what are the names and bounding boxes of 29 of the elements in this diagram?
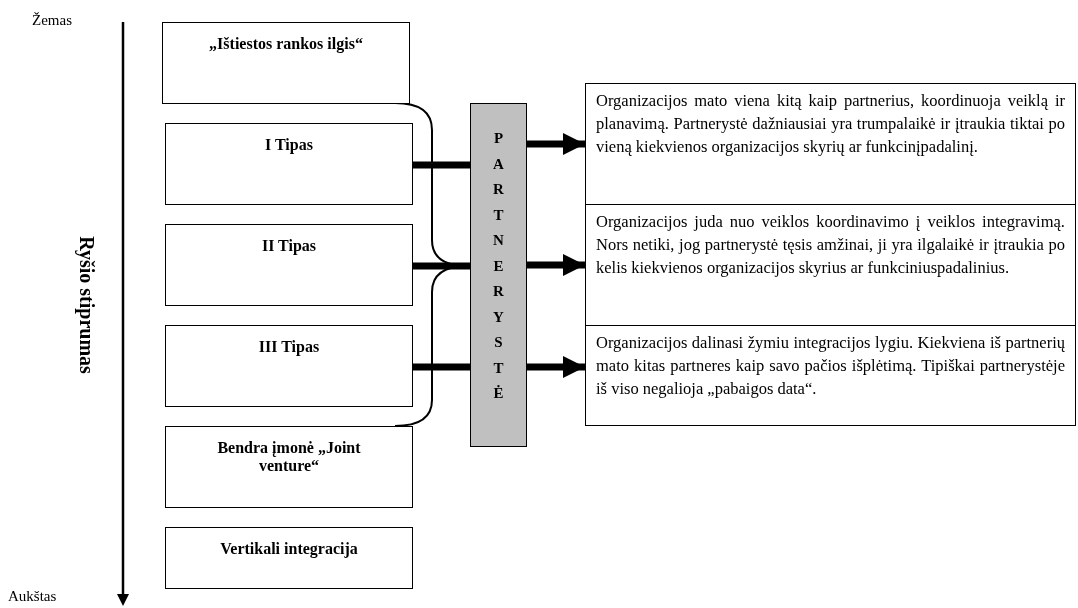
- connector-line: [413, 363, 470, 371]
- arrow: [527, 253, 585, 277]
- box-title: „Ištiestos rankos ilgis“: [209, 35, 363, 53]
- description-text: Organizacijos dalinasi žymiu integracijos lygiu. Kiekviena iš partnerių mato kitas partneres kaip savo pačios išplėtimą. Tipiškai partnerystėje iš viso negalioja „pabaigos data“.: [595, 332, 1066, 400]
- description-box: [585, 325, 1076, 426]
- box-title: Vertikali integracija: [220, 540, 358, 558]
- connector-line: [413, 262, 470, 270]
- axis-title: Ryšio stiprumas: [74, 236, 98, 374]
- box-title: II Tipas: [261, 237, 317, 255]
- box-title: I Tipas: [265, 136, 313, 154]
- arrow: [527, 355, 585, 379]
- description-box: [585, 83, 1076, 205]
- description-text: Organizacijos juda nuo veiklos koordinavimo į veiklos integravimą. Nors netiki, jog partnerystė tęsis amžinai, ji yra ilgalaikė ir įtraukia po kelis kiekvienos organizacijos skyrius ar funkciniuspadalinius.: [595, 211, 1066, 279]
- vertical-label: PARTNERYSTĖ: [492, 129, 505, 403]
- description-text: Organizacijos mato viena kitą kaip partnerius, koordinuoja veiklą ir planavimą. Partnerystė dažniausiai yra trumpalaikė ir įtraukia tiktai po vieną kiekvienos organizacijos skyrių ar funkcinįpadalinį.: [595, 90, 1066, 158]
- type-box: [165, 123, 413, 205]
- arrow: [527, 132, 585, 156]
- type-box: [165, 527, 413, 589]
- type-box: [165, 426, 413, 508]
- box-title: III Tipas: [258, 338, 320, 356]
- partnership-bar: [470, 103, 527, 447]
- box-title: Bendra įmonė „Joint venture“: [216, 439, 362, 475]
- type-box: [162, 22, 410, 104]
- type-box: [165, 224, 413, 306]
- type-box: [165, 325, 413, 407]
- connector-line: [413, 161, 470, 169]
- scale-label: Žemas: [32, 12, 72, 29]
- description-box: [585, 204, 1076, 326]
- scale-label: Aukštas: [8, 588, 57, 605]
